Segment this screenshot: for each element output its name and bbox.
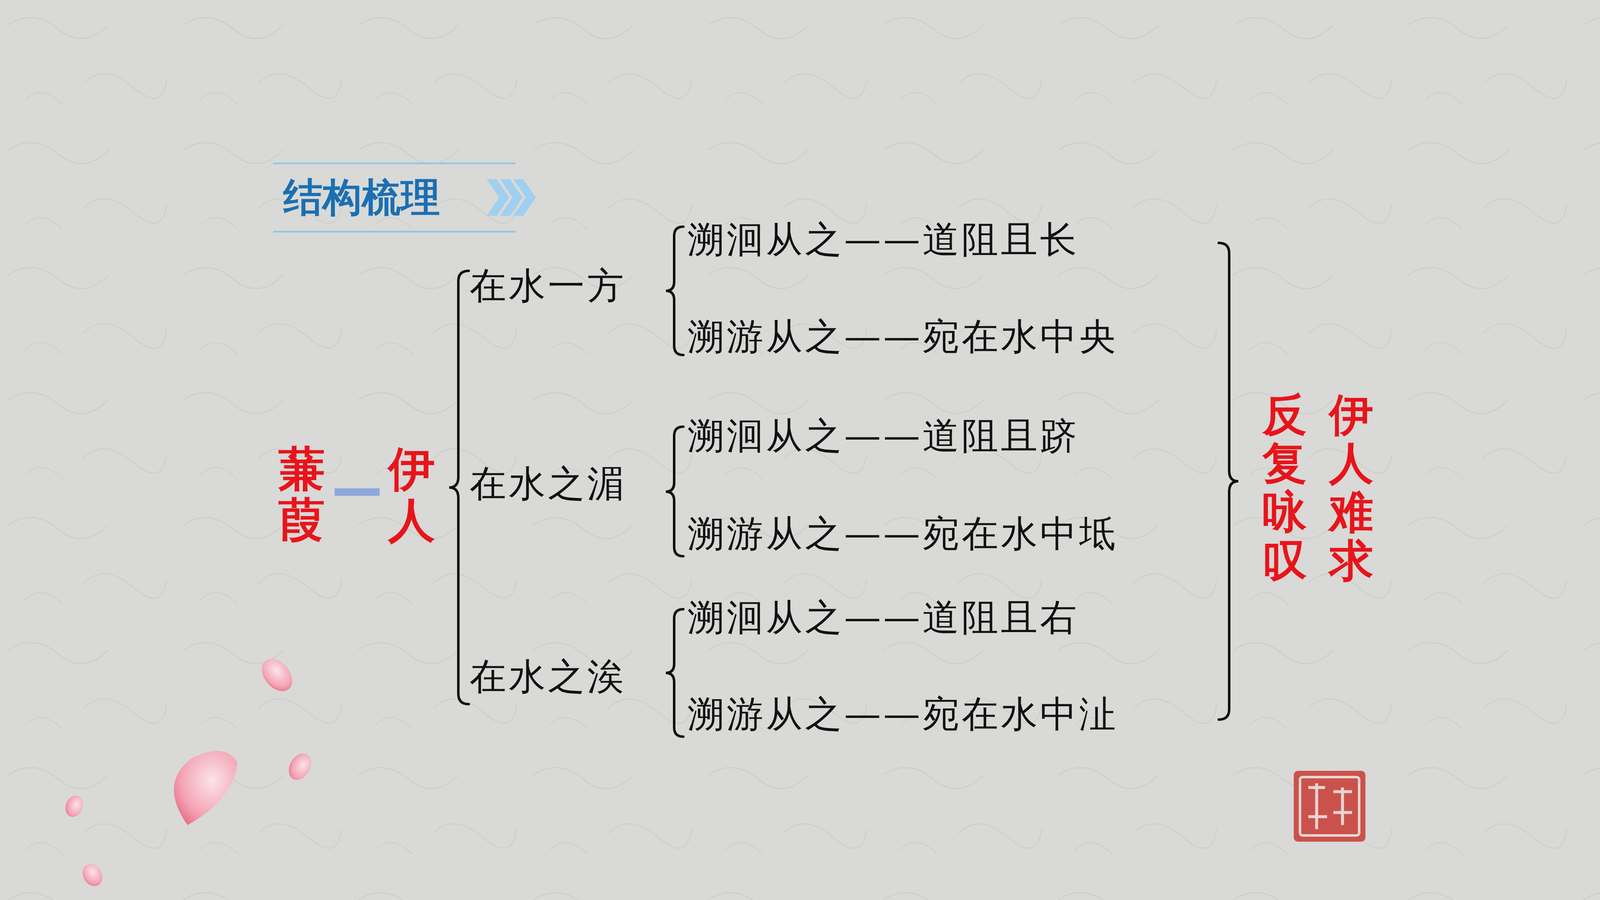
verse-line: 溯洄从之——道阻且跻: [687, 414, 1080, 457]
theme-note: 反复咏叹: [1262, 390, 1307, 585]
title-chevrons: [486, 179, 536, 216]
scene-label: 在水一方: [469, 264, 627, 307]
title-rule: [273, 162, 516, 165]
scene-label: 在水之涘: [469, 655, 627, 698]
section-title: 结构梳理: [283, 175, 440, 220]
brace: [449, 226, 1239, 737]
theme-note: 伊人难求: [1329, 390, 1374, 585]
subject-label: 伊人: [388, 442, 435, 546]
verse-line: 溯游从之——宛在水中沚: [687, 692, 1119, 735]
verse-line: 溯洄从之——道阻且长: [687, 218, 1080, 261]
link-dash: [334, 488, 380, 496]
title-rule: [273, 230, 516, 233]
petal-illustration: [62, 652, 316, 890]
verse-line: 溯游从之——宛在水中央: [687, 315, 1119, 358]
verse-line: 溯游从之——宛在水中坻: [687, 512, 1119, 555]
verse-line: 溯洄从之——道阻且右: [687, 596, 1080, 639]
seal-stamp: [1293, 770, 1366, 842]
poem-title: 蒹葭: [278, 442, 325, 546]
scene-label: 在水之湄: [469, 462, 627, 505]
